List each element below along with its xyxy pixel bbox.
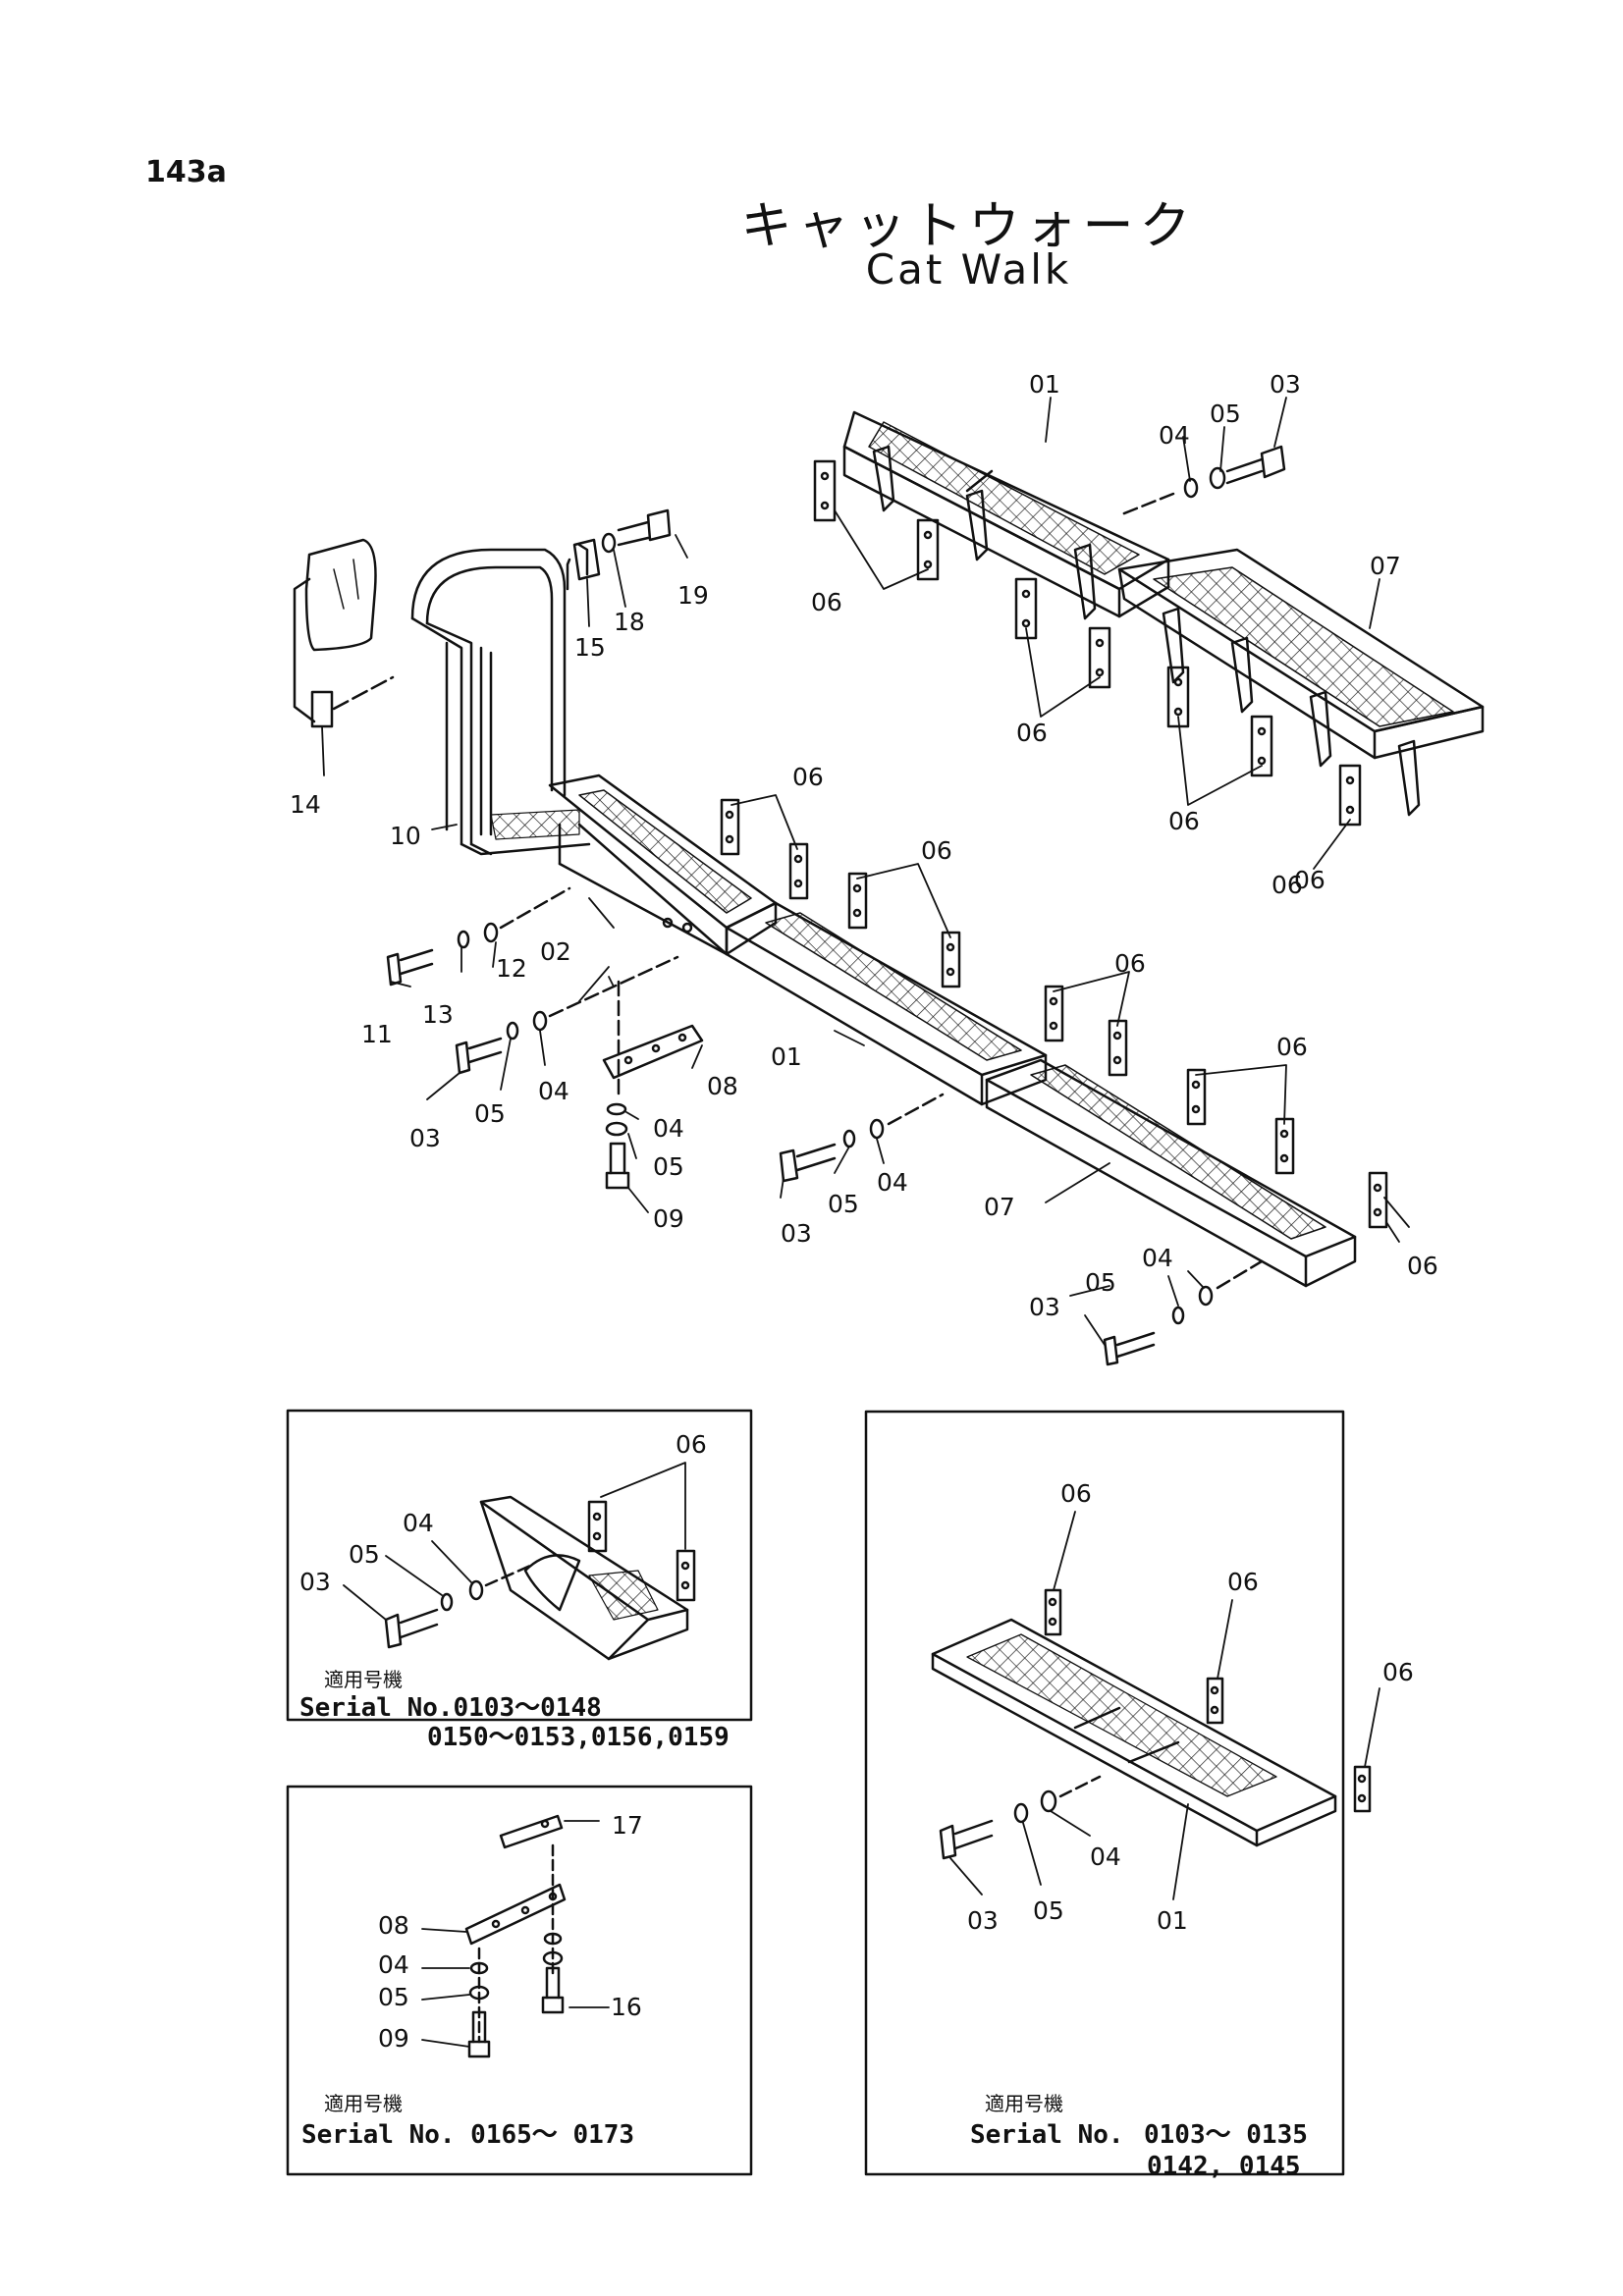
- bracket-group-middle: [847, 872, 1128, 1077]
- callout-label: 04: [1159, 421, 1190, 450]
- callout-label: 03: [299, 1568, 331, 1596]
- callout-label: 06: [1168, 807, 1200, 835]
- callout-label: 06: [676, 1430, 707, 1459]
- bracket-group-upper: [813, 445, 1097, 640]
- callout-label: 05: [828, 1190, 859, 1218]
- walkway-panel-07-lower: [985, 1058, 1357, 1288]
- inset-box-a: [286, 1409, 753, 1722]
- inset-c-serial-prefix: Serial No.: [970, 2120, 1124, 2150]
- callout-label: 06: [1016, 719, 1048, 747]
- handrail-assembly: [410, 548, 591, 856]
- callout-label: 03: [1270, 370, 1301, 399]
- bolt-set-middle: [779, 1093, 945, 1183]
- inset-b-labels: 17 08 04 05 09 16: [378, 1811, 643, 2053]
- callout-label: 04: [1142, 1244, 1173, 1272]
- inset-b-drawing: [421, 1814, 610, 2058]
- callout-label: 06: [1271, 871, 1303, 899]
- callout-label: 12: [496, 954, 527, 983]
- title-japanese: キャットウォーク: [740, 197, 1197, 256]
- callout-label: 05: [349, 1540, 380, 1569]
- walkway-panel-01-upper: [842, 410, 1170, 618]
- callout-label: 01: [1157, 1906, 1188, 1935]
- callout-label: 08: [707, 1072, 738, 1100]
- inset-c-drawing: [931, 1511, 1380, 1900]
- callout-label: 04: [653, 1114, 684, 1143]
- callout-label: 05: [1033, 1896, 1064, 1925]
- callout-label: 06: [921, 836, 952, 865]
- inset-b-serial: Serial No. 0165〜 0173: [301, 2120, 634, 2150]
- inset-c-serial-2: 0142, 0145: [1147, 2152, 1301, 2181]
- callout-label: 17: [612, 1811, 643, 1840]
- callout-label: 05: [1085, 1268, 1116, 1297]
- callout-label: 07: [1370, 552, 1401, 580]
- callout-label: 15: [574, 633, 606, 662]
- callout-label: 06: [1382, 1658, 1414, 1686]
- inset-b-note: 適用号機: [324, 2092, 403, 2115]
- callout-label: 03: [781, 1219, 812, 1248]
- callout-label: 05: [653, 1152, 684, 1181]
- callout-label: 04: [1090, 1842, 1121, 1871]
- callout-label: 01: [771, 1042, 802, 1071]
- callout-label: 03: [1029, 1293, 1060, 1321]
- callout-label: 03: [967, 1906, 999, 1935]
- callout-label: 13: [422, 1000, 454, 1029]
- callout-label: 06: [1227, 1568, 1259, 1596]
- callout-label: 16: [611, 1993, 642, 2021]
- inset-c-serial-1: 0103〜 0135: [1144, 2120, 1308, 2150]
- inset-c-note: 適用号機: [985, 2092, 1063, 2115]
- inset-c-labels: 06 06 06 03 05 04 01: [967, 1479, 1414, 1935]
- callout-label: 06: [1114, 949, 1146, 978]
- callout-label: 06: [1407, 1252, 1438, 1280]
- callout-label: 07: [984, 1193, 1015, 1221]
- bolt-set-bottom: [1103, 1259, 1264, 1366]
- callout-label: 04: [877, 1168, 908, 1197]
- callout-label: 10: [390, 822, 421, 850]
- bracket-group-left: [720, 798, 809, 900]
- callout-label: 01: [1029, 370, 1060, 399]
- bolt-set-left-03-05: [455, 955, 679, 1075]
- page-number: 143a: [145, 155, 227, 189]
- inset-a-serial-1: Serial No.0103〜0148: [299, 1693, 602, 1723]
- callout-label: 05: [474, 1099, 506, 1128]
- callout-label: 18: [614, 608, 645, 636]
- callout-label: 09: [378, 2024, 409, 2053]
- callout-label: 04: [403, 1509, 434, 1537]
- bracket-group-lower: [1186, 1068, 1388, 1229]
- callout-label: 05: [1210, 400, 1241, 428]
- callout-label: 09: [653, 1204, 684, 1233]
- callout-label: 06: [1276, 1033, 1308, 1061]
- inset-a-serial-2: 0150〜0153,0156,0159: [427, 1723, 730, 1752]
- bracket-group-right: [1088, 607, 1421, 827]
- bolt-set-left-11-13: [386, 886, 571, 987]
- callout-label: 03: [409, 1124, 441, 1152]
- callout-label: 19: [677, 581, 709, 610]
- callout-label: 04: [378, 1950, 409, 1979]
- clamp-assembly: [572, 508, 672, 581]
- inset-a-note: 適用号機: [324, 1668, 403, 1691]
- walkway-panel-07-upper: [1117, 548, 1485, 760]
- leader-lines: [321, 397, 1410, 1346]
- callout-label: 05: [378, 1983, 409, 2011]
- callout-label: 06: [792, 763, 824, 791]
- inset-a-drawing: [343, 1462, 696, 1661]
- callout-label: 11: [361, 1020, 393, 1048]
- inset-box-b: [286, 1785, 753, 2176]
- callout-label: 02: [540, 937, 571, 966]
- walkway-panel-02: [548, 774, 778, 956]
- callout-label: 06: [1294, 866, 1325, 894]
- inset-a-labels: 06 04 05 03: [299, 1430, 707, 1596]
- callout-label: 06: [811, 588, 842, 616]
- walkway-panel-01-middle: [725, 901, 1048, 1106]
- callout-label: 06: [1060, 1479, 1092, 1508]
- title-english: Cat Walk: [865, 245, 1072, 294]
- callout-label: 04: [538, 1077, 569, 1105]
- callout-label: 08: [378, 1911, 409, 1940]
- bolt-set-top-right: [1117, 445, 1286, 517]
- callout-label: 14: [290, 790, 321, 819]
- inset-box-c: [864, 1410, 1345, 2176]
- mirror-assembly: [293, 538, 395, 728]
